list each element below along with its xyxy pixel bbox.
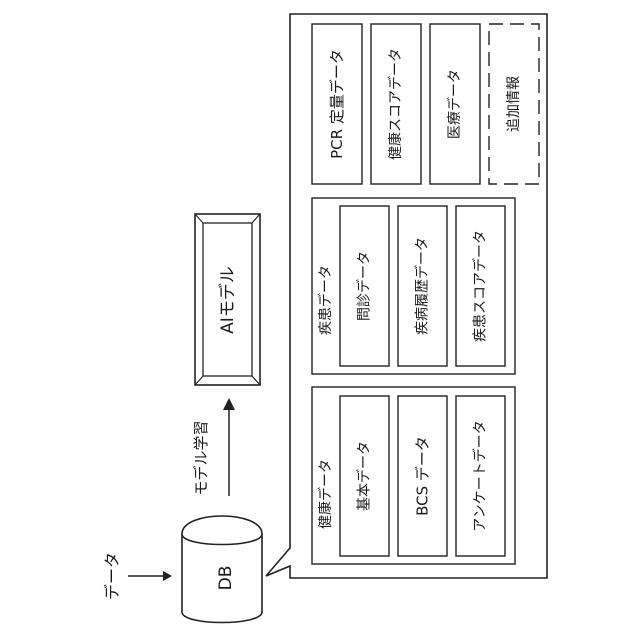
health-data-title: 健康データ <box>317 459 334 529</box>
ai-model-label: AIモデル <box>217 266 238 334</box>
learning-label: モデル学習 <box>192 420 210 495</box>
basic-data-label: 基本データ <box>356 441 373 511</box>
additional-info-label: 追加情報 <box>506 76 522 132</box>
disease-data-title: 疾患データ <box>317 265 334 335</box>
input-label: データ <box>103 552 122 600</box>
disease-score-data-label: 疾患スコアデータ <box>472 230 489 342</box>
learning-arrow <box>223 398 235 496</box>
db-label: DB <box>216 566 236 591</box>
interview-data-label: 問診データ <box>356 251 373 321</box>
health-score-data-label: 健康スコアデータ <box>387 48 404 160</box>
bcs-data-label: BCS データ <box>414 436 432 516</box>
questionnaire-data-label: アンケートデータ <box>472 420 489 531</box>
medical-data-label: 医療データ <box>446 69 463 139</box>
input-arrow <box>128 571 172 581</box>
disease-history-data-label: 疾病履歴データ <box>414 237 431 335</box>
pcr-data-label: PCR 定量データ <box>328 49 346 159</box>
